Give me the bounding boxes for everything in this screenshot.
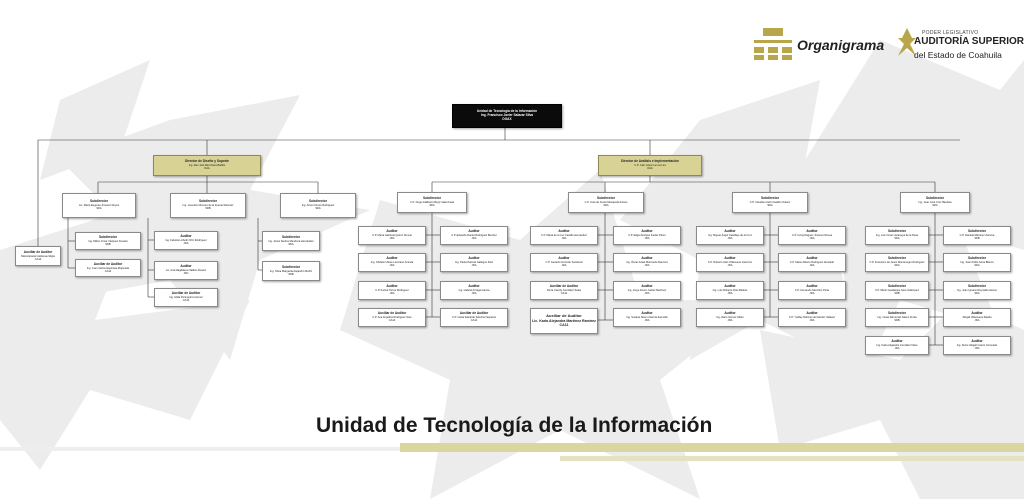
footer-title: Unidad de Tecnología de la Información — [316, 414, 713, 437]
org-chart-icon — [754, 28, 792, 60]
header-title: Organigrama — [797, 37, 885, 53]
auditoria-logo: PODER LEGISLATIVO AUDITORÍA SUPERIOR del… — [898, 26, 1024, 66]
logo-line-3: del Estado de Coahuila — [914, 50, 1002, 60]
logo-line-2: AUDITORÍA SUPERIOR — [914, 36, 1024, 47]
logo-emblem-icon — [898, 28, 916, 56]
logo-line-1: PODER LEGISLATIVO — [922, 30, 979, 36]
footer-band — [400, 443, 1024, 452]
footer-band-left — [0, 447, 400, 451]
footer-band-thin — [560, 456, 1024, 461]
